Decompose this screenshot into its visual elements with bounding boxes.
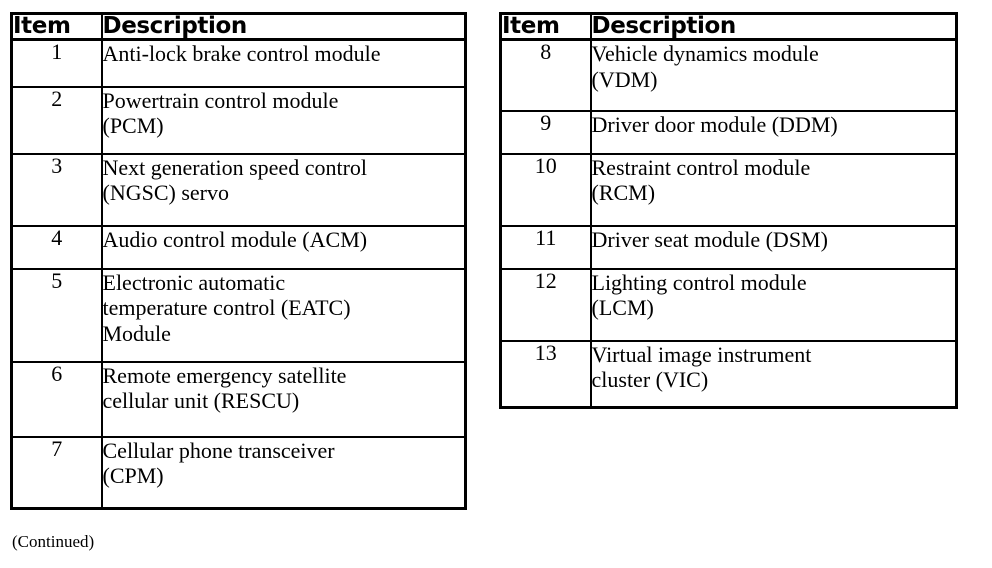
description-line: Electronic automatic [102,269,286,295]
description-line: Driver seat module (DSM) [591,226,828,252]
item-description: Lighting control module (LCM) [589,267,958,342]
description-line: Lighting control module [591,269,807,295]
item-number: 7 [10,435,103,510]
item-number: 5 [10,267,103,363]
description-line: Next generation speed control [102,154,368,180]
item-description: Powertrain control module (PCM) [100,85,467,155]
item-description: Vehicle dynamics module (VDM) [589,38,958,112]
description-line: Virtual image instrument [591,341,812,367]
item-number: 1 [10,38,103,88]
item-description: Remote emergency satellite cellular unit… [100,360,467,438]
description-line: (CPM) [102,463,164,489]
table-body-left: 1 Anti-lock brake control module 2 Power… [10,38,467,510]
description-line: (LCM) [591,295,654,321]
item-number: 11 [499,224,592,270]
item-description: Driver door module (DDM) [589,109,958,155]
item-description: Restraint control module (RCM) [589,152,958,227]
description-line: (NGSC) servo [102,180,230,206]
column-header-description: Description [589,12,958,41]
table-body-right: 8 Vehicle dynamics module (VDM) 9 Driver… [499,38,958,409]
item-number: 3 [10,152,103,227]
module-table-right: Item Description 8 Vehicle dynamics modu… [499,12,958,409]
table-row: 2 Powertrain control module (PCM) [10,85,467,155]
table-header-right: Item Description [499,12,958,41]
description-line: Restraint control module [591,154,811,180]
description-line: cellular unit (RESCU) [102,388,300,414]
item-description: Electronic automatic temperature control… [100,267,467,363]
description-line: (VDM) [591,66,658,92]
description-line: Audio control module (ACM) [102,226,368,252]
description-line: (PCM) [102,113,164,139]
description-line: cluster (VIC) [591,367,709,393]
item-number: 9 [499,109,592,155]
column-header-item: Item [499,12,592,41]
table-header-left: Item Description [10,12,467,41]
description-line: temperature control (EATC) [102,295,351,321]
item-description: Audio control module (ACM) [100,224,467,270]
table-row: 1 Anti-lock brake control module [10,38,467,88]
item-description: Driver seat module (DSM) [589,224,958,270]
module-table-left: Item Description 1 Anti-lock brake contr… [10,12,467,510]
item-number: 8 [499,38,592,112]
table-row: 7 Cellular phone transceiver (CPM) [10,435,467,510]
item-description: Virtual image instrument cluster (VIC) [589,339,958,409]
table-row: 5 Electronic automatic temperature contr… [10,267,467,363]
table-row: 13 Virtual image instrument cluster (VIC… [499,339,958,409]
table-row: 4 Audio control module (ACM) [10,224,467,270]
header-row: Item Description [499,12,958,41]
table-row: 6 Remote emergency satellite cellular un… [10,360,467,438]
table-row: 9 Driver door module (DDM) [499,109,958,155]
description-line: Powertrain control module [102,87,339,113]
table-row: 10 Restraint control module (RCM) [499,152,958,227]
description-line: Cellular phone transceiver [102,437,335,463]
header-row: Item Description [10,12,467,41]
table-row: 11 Driver seat module (DSM) [499,224,958,270]
column-header-description: Description [100,12,467,41]
description-line: Module [102,320,171,346]
table-row: 3 Next generation speed control (NGSC) s… [10,152,467,227]
item-number: 2 [10,85,103,155]
description-line: Driver door module (DDM) [591,111,838,137]
item-number: 4 [10,224,103,270]
item-number: 12 [499,267,592,342]
item-number: 13 [499,339,592,409]
description-line: (RCM) [591,180,656,206]
item-number: 6 [10,360,103,438]
item-number: 10 [499,152,592,227]
table-row: 8 Vehicle dynamics module (VDM) [499,38,958,112]
item-description: Next generation speed control (NGSC) ser… [100,152,467,227]
description-line: Remote emergency satellite [102,362,347,388]
item-description: Cellular phone transceiver (CPM) [100,435,467,510]
description-line: Vehicle dynamics module [591,41,819,66]
table-row: 12 Lighting control module (LCM) [499,267,958,342]
continued-note: (Continued) [12,532,95,551]
column-header-item: Item [10,12,103,41]
description-line: Anti-lock brake control module [102,41,381,66]
item-description: Anti-lock brake control module [100,38,467,88]
